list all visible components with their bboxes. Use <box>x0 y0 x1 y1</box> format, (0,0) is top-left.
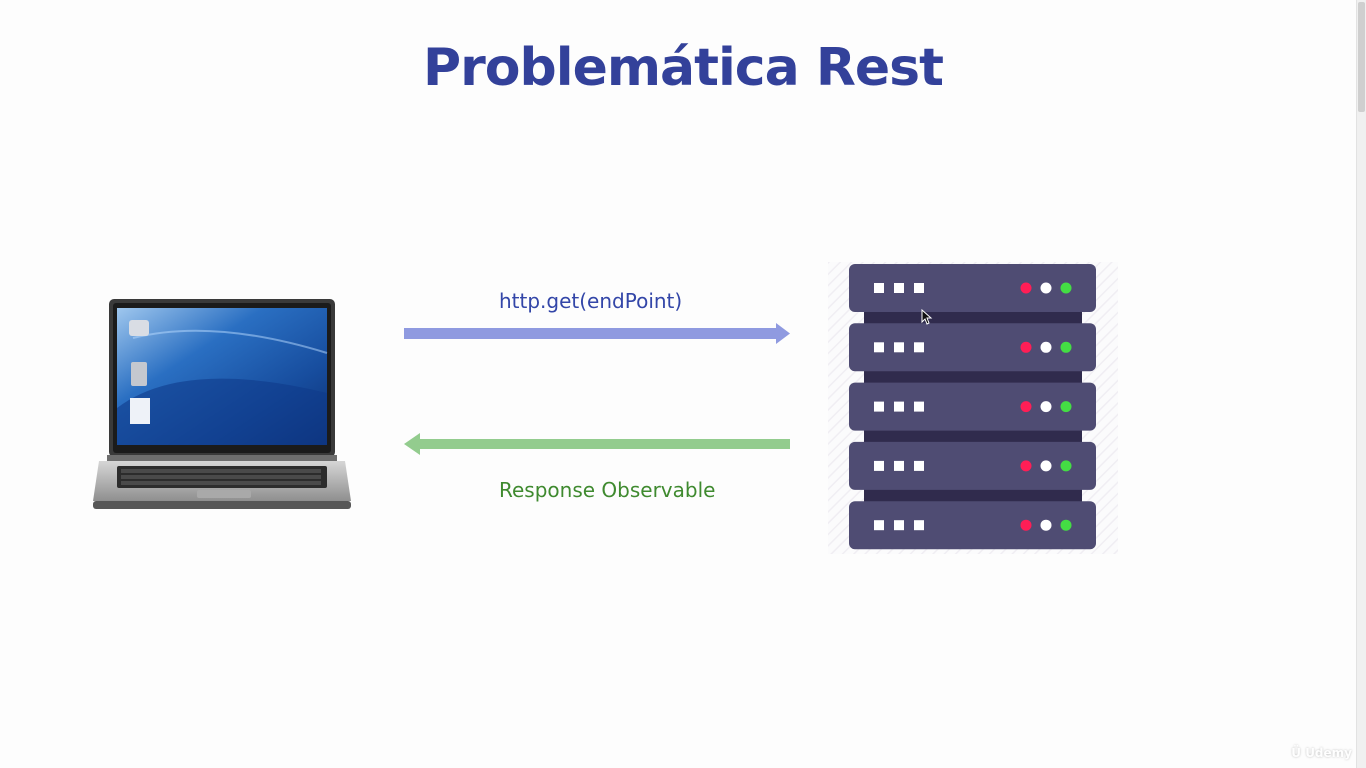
server-unit <box>849 441 1096 490</box>
response-label: Response Observable <box>499 478 716 502</box>
server-led-icon <box>1040 401 1052 413</box>
server-slot-icon <box>874 283 884 293</box>
server-slot-icon <box>894 342 904 353</box>
server-led-icon <box>1060 341 1072 353</box>
server-slot-icon <box>914 401 924 412</box>
server-led-icon <box>1020 341 1032 353</box>
server-led-icon <box>1060 460 1072 472</box>
arrows <box>398 318 798 458</box>
request-label: http.get(endPoint) <box>499 289 683 313</box>
server-slot-icon <box>874 460 884 471</box>
server-unit <box>849 323 1096 372</box>
server-slot-icon <box>894 401 904 412</box>
server-slot-icon <box>914 520 924 531</box>
server-unit <box>849 264 1096 312</box>
server-led-icon <box>1040 341 1052 353</box>
response-arrow <box>404 433 790 455</box>
slide-title: Problemática Rest <box>423 38 944 98</box>
server-slot-icon <box>894 283 904 293</box>
server-led-icon <box>1060 401 1072 413</box>
server-unit <box>849 501 1096 550</box>
laptop-icon <box>93 298 353 513</box>
udemy-logo: Ü Udemy <box>1291 746 1352 760</box>
scrollbar[interactable] <box>1356 0 1366 768</box>
server-led-icon <box>1040 282 1052 294</box>
server-led-icon <box>1020 460 1032 472</box>
server-led-icon <box>1020 282 1032 294</box>
server-slot-icon <box>914 283 924 293</box>
server-slot-icon <box>914 460 924 471</box>
scrollbar-thumb[interactable] <box>1358 2 1365 112</box>
server-rack-icon <box>828 262 1118 554</box>
server-led-icon <box>1060 282 1072 294</box>
server-led-icon <box>1020 401 1032 413</box>
server-slot-icon <box>894 520 904 531</box>
server-slot-icon <box>894 460 904 471</box>
server-led-icon <box>1040 460 1052 472</box>
server-unit <box>849 382 1096 431</box>
server-slot-icon <box>874 401 884 412</box>
server-slot-icon <box>914 342 924 353</box>
server-led-icon <box>1060 519 1072 531</box>
server-slot-icon <box>874 520 884 531</box>
request-arrow <box>404 323 790 344</box>
server-led-icon <box>1040 519 1052 531</box>
server-slot-icon <box>874 342 884 353</box>
mouse-cursor-icon <box>921 308 933 329</box>
server-led-icon <box>1020 519 1032 531</box>
